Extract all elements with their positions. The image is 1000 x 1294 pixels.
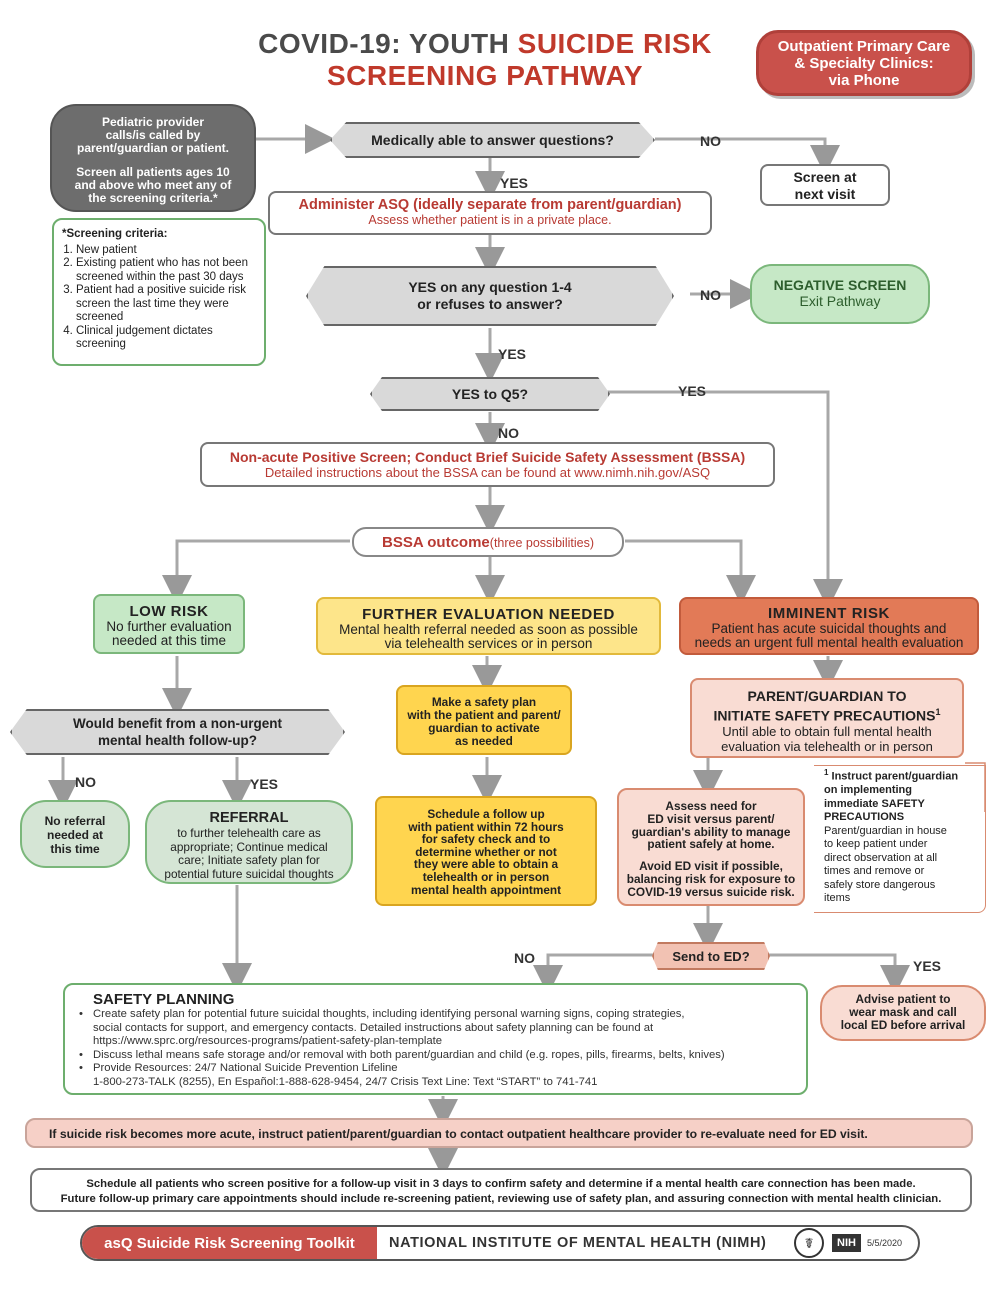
bssa-box: Non-acute Positive Screen; Conduct Brief… — [200, 442, 775, 487]
schedule-followup-box: Schedule a follow up with patient within… — [375, 796, 597, 906]
bssa-outcome: BSSA outcome(three possibilities) — [352, 527, 624, 557]
footer-bar: asQ Suicide Risk Screening Toolkit NATIO… — [80, 1225, 920, 1261]
label-no: NO — [75, 774, 96, 790]
label-no: NO — [700, 133, 721, 149]
decision-yes-q5: YES to Q5? — [370, 377, 610, 411]
page-subtitle: SCREENING PATHWAY — [326, 60, 644, 91]
label-yes: YES — [500, 175, 529, 191]
nimh-label: NATIONAL INSTITUTE OF MENTAL HEALTH (NIM… — [389, 1235, 767, 1251]
no-referral-box: No referral needed at this time — [20, 800, 130, 868]
safety-precautions-footnote: 1 Instruct parent/guardian on implementi… — [814, 765, 986, 913]
criteria-item: Patient had a positive suicide risk scre… — [76, 284, 254, 325]
arrow-q1-no — [655, 137, 840, 175]
arrow-ed-yes — [768, 953, 910, 995]
date-label: 5/5/2020 — [866, 1238, 902, 1248]
decision-non-urgent-followup: Would benefit from a non-urgent mental h… — [10, 709, 345, 755]
hhs-seal-icon: ☤ — [794, 1228, 824, 1258]
criteria-item: New patient — [76, 244, 254, 258]
re-evaluate-banner: If suicide risk becomes more acute, inst… — [25, 1118, 973, 1148]
decision-send-to-ed: Send to ED? — [652, 942, 770, 970]
followup-instructions: Schedule all patients who screen positiv… — [30, 1168, 972, 1212]
arrow-outcome-imminent — [625, 539, 756, 605]
parent-safety-precautions-box: PARENT/GUARDIAN TO INITIATE SAFETY PRECA… — [690, 678, 964, 758]
low-risk-box: LOW RISK No further evaluation needed at… — [93, 594, 245, 654]
negative-screen: NEGATIVE SCREEN Exit Pathway — [750, 264, 930, 324]
label-no: NO — [498, 425, 519, 441]
arrow-ed-no — [533, 953, 655, 995]
label-yes: YES — [250, 776, 279, 792]
label-no: NO — [700, 287, 721, 303]
decision-medically-able: Medically able to answer questions? — [330, 122, 655, 158]
safety-planning-box: SAFETY PLANNING • Create safety plan for… — [63, 983, 808, 1095]
setting-badge: Outpatient Primary Care & Specialty Clin… — [756, 30, 972, 96]
imminent-risk-box: IMMINENT RISK Patient has acute suicidal… — [679, 597, 979, 655]
label-yes: YES — [913, 958, 942, 974]
toolkit-label: asQ Suicide Risk Screening Toolkit — [82, 1227, 377, 1259]
further-evaluation-box: FURTHER EVALUATION NEEDED Mental health … — [316, 597, 661, 655]
make-safety-plan-box: Make a safety plan with the patient and … — [396, 685, 572, 755]
advise-mask-box: Advise patient to wear mask and call loc… — [820, 985, 986, 1041]
nih-logo: NIH — [832, 1234, 861, 1252]
page-title: COVID-19: YOUTH SUICIDE RISK — [258, 28, 712, 59]
screen-next-visit: Screen at next visit — [760, 164, 890, 206]
provider-start-box: Pediatric provider calls/is called by pa… — [50, 104, 256, 212]
assess-ed-need-box: Assess need for ED visit versus parent/ … — [617, 788, 805, 906]
screening-criteria: *Screening criteria: New patient Existin… — [52, 218, 266, 366]
label-yes: YES — [498, 346, 527, 362]
label-yes: YES — [678, 383, 707, 399]
decision-yes-any-question: YES on any question 1-4 or refuses to an… — [306, 266, 674, 326]
referral-box: REFERRAL to further telehealth care as a… — [145, 800, 353, 884]
criteria-item: Existing patient who has not been screen… — [76, 257, 254, 284]
arrow-outcome-low — [162, 539, 350, 605]
criteria-item: Clinical judgement dictates screening — [76, 325, 254, 352]
arrow-q5-yes — [595, 390, 843, 609]
administer-asq: Administer ASQ (ideally separate from pa… — [268, 191, 712, 235]
label-no: NO — [514, 950, 535, 966]
